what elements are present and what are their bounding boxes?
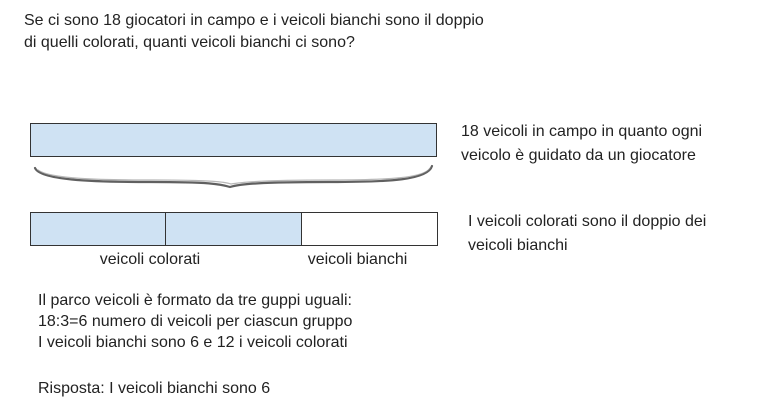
colored-group-segment-2 (165, 213, 301, 245)
groups-caption: I veicoli colorati sono il doppio dei ve… (468, 210, 706, 258)
groups-caption-line-1: I veicoli colorati sono il doppio dei (468, 213, 707, 230)
explanation-line-3: I veicoli bianchi sono 6 e 12 i veicoli … (38, 334, 348, 351)
question-text: Se ci sono 18 giocatori in campo e i vei… (24, 10, 624, 54)
question-line-2: di quelli colorati, quanti veicoli bianc… (24, 34, 355, 51)
curly-brace (33, 164, 434, 189)
colored-group-segment-1 (31, 213, 165, 245)
white-group-segment (301, 213, 437, 245)
groups-caption-line-2: veicoli bianchi (468, 237, 568, 254)
total-caption-line-2: veicolo è guidato da un giocatore (461, 147, 696, 164)
vehicle-groups-bar (30, 212, 438, 246)
explanation-text: Il parco veicoli è formato da tre guppi … (38, 290, 352, 353)
label-colored-vehicles: veicoli colorati (99, 251, 201, 268)
answer-text: Risposta: I veicoli bianchi sono 6 (38, 380, 271, 397)
question-line-1: Se ci sono 18 giocatori in campo e i vei… (24, 12, 484, 29)
label-white-vehicles: veicoli bianchi (307, 251, 408, 268)
total-vehicles-bar (30, 123, 437, 157)
total-caption-line-1: 18 veicoli in campo in quanto ogni (461, 123, 703, 140)
total-vehicles-caption: 18 veicoli in campo in quanto ogni veico… (461, 120, 702, 168)
explanation-line-2: 18:3=6 numero di veicoli per ciascun gru… (38, 313, 353, 330)
explanation-line-1: Il parco veicoli è formato da tre guppi … (38, 292, 352, 309)
